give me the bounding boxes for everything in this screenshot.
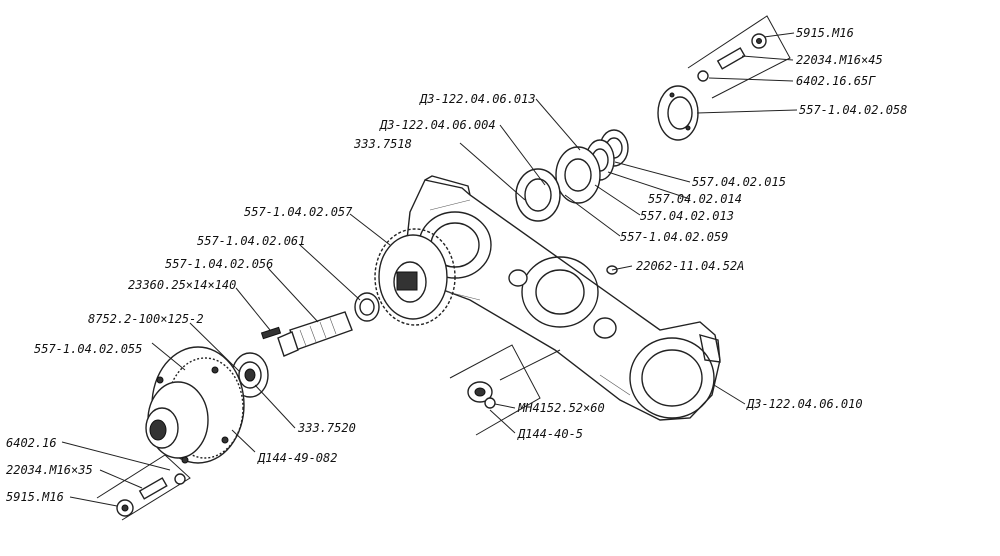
bolt-set-bracket-top xyxy=(687,15,791,99)
label-nut-top: 5915.М16 xyxy=(796,26,854,40)
splined-shaft xyxy=(277,311,353,357)
cover-flange xyxy=(657,85,699,141)
bearing-stack xyxy=(515,129,629,222)
label-bearing-lower: 333.7520 xyxy=(297,421,356,435)
spacer-ring xyxy=(354,292,380,322)
label-part-015: 557.04.02.015 xyxy=(692,175,786,189)
key xyxy=(260,326,282,340)
leader-lines xyxy=(61,32,798,507)
label-bolt-bottom: 22034.М16×35 xyxy=(6,463,93,477)
label-nut-bottom: 5915.М16 xyxy=(6,490,64,504)
label-washer-top: 6402.16.65Г xyxy=(796,74,876,88)
label-washer-bottom: 6402.16 xyxy=(6,436,57,450)
spur-gear xyxy=(374,228,456,326)
label-bolt-top: 22034.М16×45 xyxy=(796,53,883,67)
label-plug-washer: Д144-40-5 xyxy=(517,427,583,441)
label-seal-lower: Д144-49-082 xyxy=(257,451,337,465)
label-part-52a: 22062-11.04.52А xyxy=(636,259,744,273)
label-part-056: 557-1.04.02.056 xyxy=(165,257,273,271)
label-part-055: 557-1.04.02.055 xyxy=(34,342,142,356)
label-part-057: 557-1.04.02.057 xyxy=(244,205,353,219)
drive-flange xyxy=(145,346,245,464)
label-part-061: 557-1.04.02.061 xyxy=(197,234,305,248)
label-cuff: 8752.2-100×125-2 xyxy=(88,312,204,326)
bottom-bolt-set xyxy=(116,473,186,517)
label-part-013: Д3-122.04.06.013 xyxy=(419,92,536,106)
plug-bracket xyxy=(449,344,541,436)
label-housing: Д3-122.04.06.010 xyxy=(746,397,863,411)
label-part-014: 557.04.02.014 xyxy=(648,192,742,206)
label-plug: МН4152.52×60 xyxy=(517,401,605,415)
label-part-059: 557-1.04.02.059 xyxy=(620,230,728,244)
label-bearing-upper: 333.7518 xyxy=(353,137,412,151)
label-part-004: Д3-122.04.06.004 xyxy=(379,118,496,132)
plug-set xyxy=(467,381,496,409)
bolt-set-bracket-bottom xyxy=(96,454,191,521)
label-cover-flange: 557-1.04.02.058 xyxy=(799,103,907,117)
label-key: 23360.25×14×140 xyxy=(128,278,236,292)
label-part-013b: 557.04.02.013 xyxy=(640,209,734,223)
top-bolt-set xyxy=(697,33,767,82)
